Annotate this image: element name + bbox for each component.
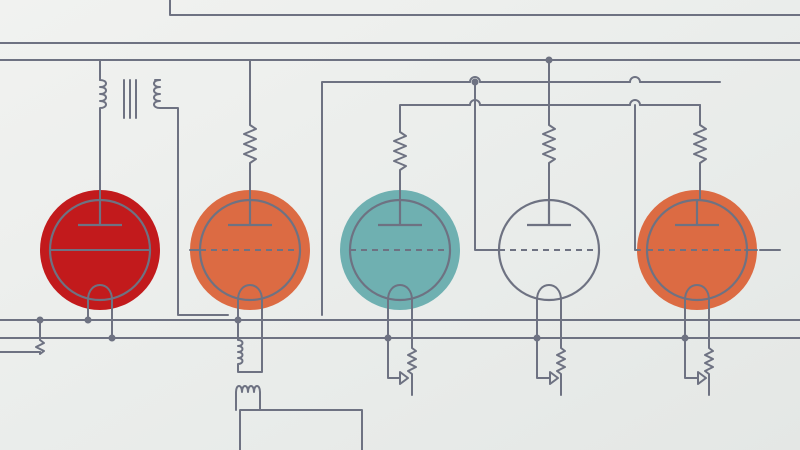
tube-4-plate — [527, 200, 571, 227]
tube-3-grid-lead — [474, 81, 501, 251]
junction-dot — [384, 334, 392, 342]
feed-crossover-2 — [629, 99, 641, 106]
heater-transformer — [235, 385, 261, 411]
tube-4-arrow — [549, 371, 559, 385]
junction-dot — [36, 316, 44, 324]
tube-5-grid-lead — [634, 104, 641, 251]
bottom-frame-wire — [239, 409, 363, 450]
tube-4-filament — [536, 284, 562, 321]
tube-2-envelope — [198, 198, 302, 302]
transformer-core — [123, 79, 137, 119]
coil-2 — [153, 79, 229, 316]
tube-2-heater-coil — [237, 319, 263, 373]
tube-5-arrow — [697, 371, 707, 385]
tube-5-plate — [675, 200, 719, 227]
junction-dot — [234, 316, 242, 324]
tube-3-plate — [378, 200, 422, 227]
junction-dot — [108, 334, 116, 342]
tube-3-filament — [387, 284, 413, 321]
junction-dot — [545, 56, 553, 64]
junction-dot — [681, 334, 689, 342]
tube-2-plate — [228, 200, 272, 227]
tube-1-coil — [99, 79, 107, 201]
tube-3-envelope — [348, 198, 452, 302]
plate-bus-wire — [321, 81, 721, 316]
tube-3-arrow — [399, 371, 409, 385]
junction-dot — [84, 316, 92, 324]
top-frame-wire — [169, 0, 800, 16]
tube-envelopes — [48, 198, 749, 302]
tube-1-envelope — [48, 198, 152, 302]
junction-dot — [471, 78, 479, 86]
tube-2-filament — [237, 284, 263, 321]
bus-crossover-2 — [629, 76, 641, 83]
junction-dots — [36, 56, 689, 342]
tube-1-plate — [78, 200, 122, 227]
junction-dot — [533, 334, 541, 342]
tube-5-envelope — [645, 198, 749, 302]
tube-2-plate-resistor — [243, 59, 257, 201]
tube-4-envelope — [497, 198, 601, 302]
tube-5-plate-resistor — [693, 104, 707, 201]
tube-5-filament — [684, 284, 710, 321]
tube-4-plate-resistor — [542, 59, 556, 201]
tube-3-feed — [393, 104, 701, 201]
bus-crossover-1 — [469, 76, 481, 83]
